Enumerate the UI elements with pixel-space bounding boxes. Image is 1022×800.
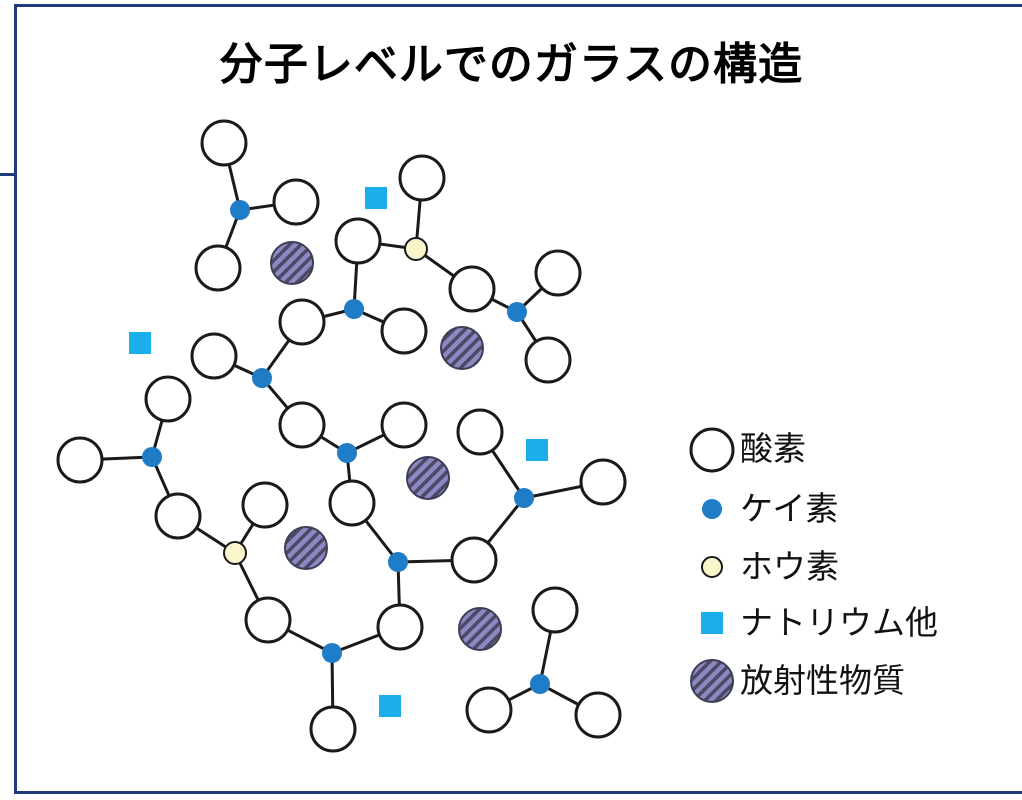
- oxygen-atom: [380, 401, 428, 449]
- oxygen-atom: [278, 298, 326, 346]
- silicon-atom: [337, 443, 357, 463]
- oxygen-atom: [190, 332, 238, 380]
- legend-radioactive-symbol: [690, 659, 734, 703]
- oxygen-atom: [574, 691, 622, 739]
- silicon-atom: [252, 368, 272, 388]
- legend-label-silicon: ケイ素: [740, 489, 839, 528]
- silicon-atom: [388, 552, 408, 572]
- radioactive-atom: [284, 526, 328, 570]
- oxygen-atom: [456, 408, 504, 456]
- oxygen-atom: [534, 249, 582, 297]
- silicon-atom: [530, 674, 550, 694]
- oxygen-atom: [272, 178, 320, 226]
- silicon-atom: [344, 299, 364, 319]
- radioactive-atom: [440, 326, 484, 370]
- oxygen-atom: [309, 705, 357, 753]
- oxygen-atom: [194, 244, 242, 292]
- oxygen-atom: [465, 686, 513, 734]
- radioactive-atom: [458, 607, 502, 651]
- silicon-atom: [507, 302, 527, 322]
- oxygen-atom: [448, 265, 496, 313]
- oxygen-atom: [380, 307, 428, 355]
- oxygen-atom: [334, 217, 382, 265]
- atoms: [56, 119, 627, 753]
- legend-label-boron: ホウ素: [740, 547, 839, 586]
- legend-oxygen-symbol: [689, 427, 735, 473]
- oxygen-atom: [376, 603, 424, 651]
- oxygen-atom: [144, 375, 192, 423]
- silicon-atom: [230, 200, 250, 220]
- sodium-ion: [379, 695, 401, 717]
- legend-sodium-symbol: [701, 612, 723, 634]
- sodium-ion: [365, 187, 387, 209]
- oxygen-atom: [579, 458, 627, 506]
- oxygen-atom: [328, 479, 376, 527]
- diagram-title: 分子レベルでのガラスの構造: [218, 39, 804, 90]
- silicon-atom: [322, 643, 342, 663]
- oxygen-atom: [200, 119, 248, 167]
- oxygen-atom: [531, 586, 579, 634]
- oxygen-atom: [450, 536, 498, 584]
- legend-silicon-symbol: [702, 499, 722, 519]
- oxygen-atom: [154, 492, 202, 540]
- legend-label-oxygen: 酸素: [740, 429, 806, 468]
- oxygen-atom: [524, 336, 572, 384]
- oxygen-atom: [56, 436, 104, 484]
- oxygen-atom: [244, 596, 292, 644]
- radioactive-atom: [406, 456, 450, 500]
- silicon-atom: [142, 447, 162, 467]
- boron-atom: [223, 541, 247, 565]
- frame-edge-tick: [0, 173, 14, 176]
- sodium-ion: [526, 439, 548, 461]
- legend-label-sodium: ナトリウム他: [740, 603, 938, 642]
- silicon-atom: [514, 488, 534, 508]
- legend-symbols: [689, 427, 735, 703]
- oxygen-atom: [241, 481, 289, 529]
- oxygen-atom: [398, 154, 446, 202]
- boron-atom: [404, 237, 428, 261]
- legend-label-radioactive: 放射性物質: [740, 661, 905, 700]
- sodium-ion: [129, 332, 151, 354]
- radioactive-atom: [270, 241, 314, 285]
- oxygen-atom: [278, 401, 326, 449]
- legend-boron-symbol: [701, 556, 723, 578]
